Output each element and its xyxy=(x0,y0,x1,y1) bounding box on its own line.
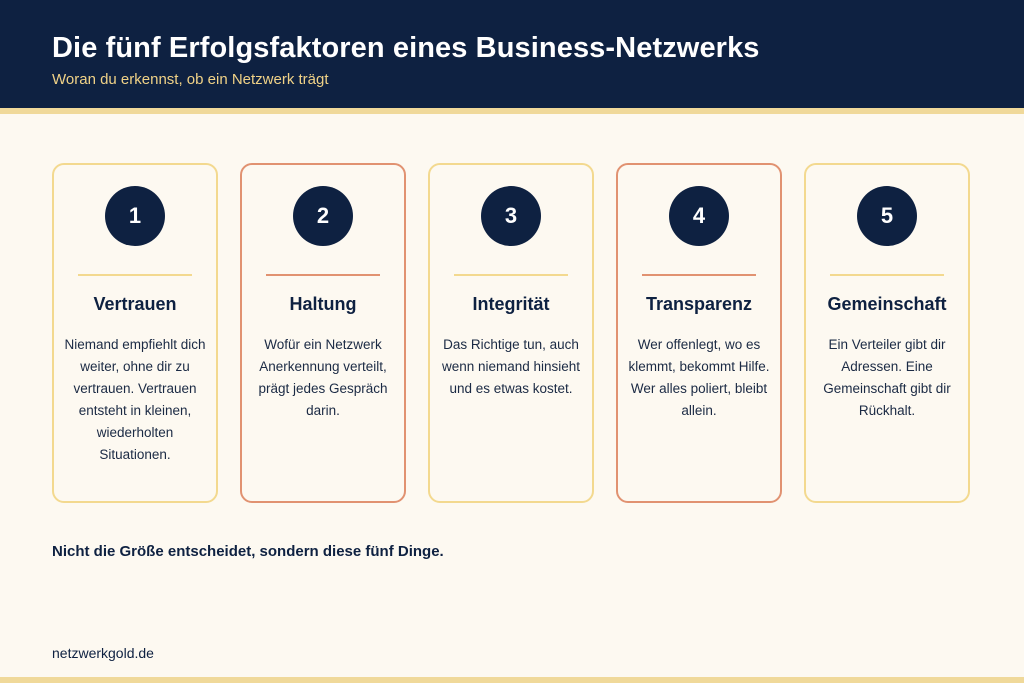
factor-title: Gemeinschaft xyxy=(827,294,947,314)
factor-card-integritaet: 3 Integrität Das Richtige tun, auch wenn… xyxy=(428,163,594,503)
card-divider xyxy=(78,274,192,276)
factor-description: Wofür ein Netzwerk Anerkennung verteilt,… xyxy=(258,337,388,418)
factor-number-badge: 4 xyxy=(669,186,729,246)
header-banner: Die fünf Erfolgsfaktoren eines Business-… xyxy=(0,0,1024,108)
factor-card-gemeinschaft: 5 Gemeinschaft Ein Verteiler gibt dir Ad… xyxy=(804,163,970,503)
factor-description: Wer offenlegt, wo es klemmt, bekommt Hil… xyxy=(628,337,770,418)
factor-number-badge: 5 xyxy=(857,186,917,246)
factor-card-haltung: 2 Haltung Wofür ein Netzwerk Anerkennung… xyxy=(240,163,406,503)
factor-number-badge: 2 xyxy=(293,186,353,246)
page-title: Die fünf Erfolgsfaktoren eines Business-… xyxy=(52,32,760,64)
page-subtitle: Woran du erkennst, ob ein Netzwerk trägt xyxy=(52,71,329,88)
factor-title: Integrität xyxy=(472,294,550,314)
factor-title: Vertrauen xyxy=(93,294,177,314)
factor-title: Haltung xyxy=(289,294,357,314)
tagline: Nicht die Größe entscheidet, sondern die… xyxy=(52,543,444,560)
footer-website: netzwerkgold.de xyxy=(52,645,154,661)
factor-number-badge: 1 xyxy=(105,186,165,246)
factor-description: Das Richtige tun, auch wenn niemand hins… xyxy=(441,337,581,396)
card-divider xyxy=(830,274,944,276)
factor-description: Ein Verteiler gibt dir Adressen. Eine Ge… xyxy=(823,337,951,418)
factor-card-vertrauen: 1 Vertrauen Niemand empfiehlt dich weite… xyxy=(52,163,218,503)
factor-description: Niemand empfiehlt dich weiter, ohne dir … xyxy=(64,337,206,462)
card-divider xyxy=(454,274,568,276)
card-divider xyxy=(266,274,380,276)
factor-number-badge: 3 xyxy=(481,186,541,246)
factor-title: Transparenz xyxy=(645,294,753,314)
factor-card-transparenz: 4 Transparenz Wer offenlegt, wo es klemm… xyxy=(616,163,782,503)
footer-accent-stripe xyxy=(0,677,1024,683)
card-divider xyxy=(642,274,756,276)
header-accent-stripe xyxy=(0,108,1024,114)
